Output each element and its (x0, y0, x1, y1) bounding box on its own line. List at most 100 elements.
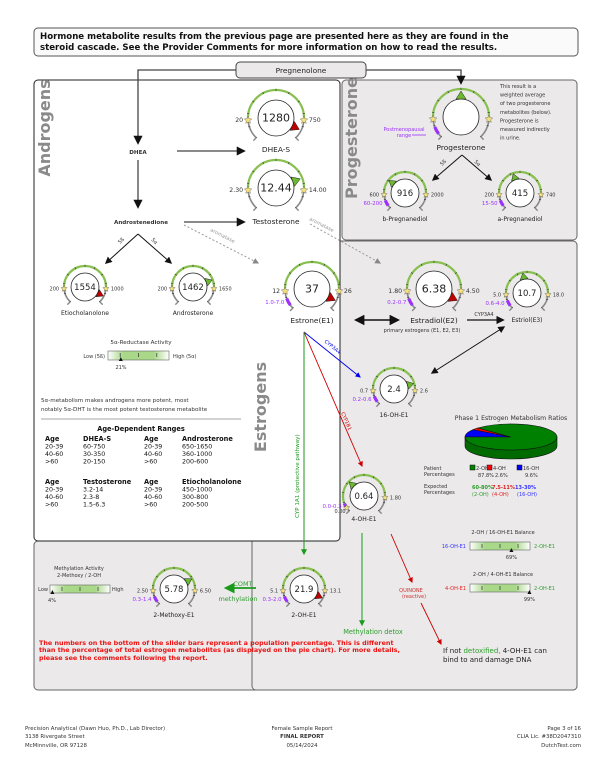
high-limit-star-icon (411, 386, 419, 394)
reference-range-mark (152, 595, 159, 603)
gauge-value: 415 (512, 189, 528, 199)
gauge-high-limit: 2.6 (420, 389, 428, 395)
gauge-tick (297, 170, 300, 173)
low-limit-star-icon (149, 586, 157, 594)
gauge-end-hook (318, 603, 323, 608)
gauge-tick (407, 296, 410, 298)
low-limit-star-icon (342, 503, 351, 511)
gauge-high-limit: 6.50 (200, 589, 211, 595)
gauge-value: 12.44 (260, 182, 292, 195)
gauge-reference-range: 0.6-4.0 (486, 301, 506, 307)
pie-title: Phase 1 Estrogen Metabolism Ratios (455, 415, 568, 422)
gauge-end-hook (541, 307, 546, 312)
age-table-cell: >60 (45, 459, 58, 466)
gauge-value-marker (204, 278, 213, 287)
gauge-tick (66, 273, 69, 276)
dhea-label: DHEA (129, 150, 147, 156)
gauge-tick (103, 292, 107, 295)
gauge-value: 5.78 (165, 585, 184, 595)
balance-marker (527, 590, 532, 594)
gauge-value: 1280 (262, 112, 290, 125)
prog-enzyme-5a: 5α (473, 159, 482, 168)
reductase-marker (118, 357, 123, 361)
balance-title: 2-OH / 16-OH-E1 Balance (471, 530, 534, 536)
pie-slice-2-oh (464, 423, 558, 451)
expected-name: (16-OH) (517, 492, 537, 498)
gauge-tick (298, 263, 301, 266)
gauge-label-etiocholanolone: Etiocholanolone (61, 310, 109, 317)
methylation-marker (50, 590, 55, 594)
age-table-cell: >60 (144, 502, 157, 509)
gauge-low-limit: 2.30 (229, 187, 243, 194)
cyp1a1-label: CYP 1A1 (protective pathway) (295, 434, 301, 518)
low-limit-star-icon (369, 386, 377, 394)
gauge-tick (498, 198, 502, 201)
gauge-label-dhea-s: DHEA-S (262, 145, 290, 154)
footer-city: McMinnville, OR 97128 (25, 743, 87, 749)
gauge-end-hook (188, 603, 193, 608)
gauge-value-marker (348, 481, 358, 490)
gauge-tick (155, 575, 158, 578)
gauge-high-limit: 1000 (111, 287, 124, 293)
gauge-label-b-pregnanediol: b-Pregnanediol (382, 216, 427, 223)
gauge-tick (332, 272, 335, 274)
low-limit-star-icon (280, 286, 290, 295)
gauge-normal-range-arc (341, 473, 387, 509)
gauge-tick (402, 369, 405, 372)
legend-swatch-16-oh (516, 464, 523, 471)
age-table-cell: 20-39 (144, 487, 162, 494)
gauge-end-hook (508, 307, 513, 312)
expected-percentages-label-1: Expected (424, 484, 447, 490)
section-title-progesterone: Progesterone (342, 77, 361, 199)
gauge-tick (289, 272, 292, 274)
gauge-end-hook (534, 207, 539, 212)
balance-marker (509, 548, 514, 552)
5a-reductase-slider: 5α-Reductase Activity Low (5ß) High (5α)… (83, 340, 196, 371)
gauge-tick (410, 375, 413, 378)
postmenopausal-label-1: Postmenopausal (383, 127, 424, 133)
gauge-value: 10.7 (518, 289, 537, 299)
progesterone-note-line: This result is a (499, 84, 536, 90)
low-limit-star-icon (60, 284, 68, 292)
gauge-tick (182, 569, 185, 572)
gauge-value-circle (505, 178, 535, 208)
expected-percentages-label-2: Percentages (424, 490, 455, 496)
gauge-progesterone: Progesterone (428, 87, 494, 152)
pregnenolone-node: Pregnenolone (133, 61, 466, 145)
gauge-tick (293, 569, 296, 572)
age-table-cell: 1.5-6.3 (83, 502, 105, 509)
arrow-5b-etiocholanolone (104, 233, 139, 264)
postmenopausal-label-2: range (397, 133, 412, 139)
age-table-header: Androsterone (182, 435, 233, 443)
age-table-cell: 20-39 (45, 444, 63, 451)
reference-range-mark (407, 297, 414, 307)
high-limit-star-icon (544, 290, 552, 298)
gauge-value-marker (314, 591, 323, 600)
gauge-tick (454, 272, 457, 274)
gauge-value-circle (178, 272, 208, 302)
reference-range-mark (433, 126, 440, 135)
gauge-tick (420, 263, 423, 266)
footer-clia: CLIA Lic. #38D2047310 (517, 734, 582, 740)
age-table-header: Age (45, 435, 60, 443)
methylation-high-label: High (112, 587, 124, 593)
gauge-tick (301, 126, 304, 128)
legend-swatch-4-oh (486, 464, 493, 471)
age-table-cell: 3.2-14 (83, 487, 103, 494)
gauge-end-hook (375, 403, 380, 408)
gauge-high-limit: 1650 (219, 287, 232, 293)
gauge-high-limit: 13.1 (330, 589, 341, 595)
gauge-value-circle (257, 99, 295, 137)
gauge-tick (383, 198, 387, 201)
gauge-tick (472, 90, 475, 94)
low-limit-star-icon (380, 190, 388, 198)
gauge-value-marker (95, 289, 104, 298)
expected-name: (2-OH) (472, 492, 489, 498)
arrow-e3-16oh (430, 326, 506, 374)
balance-title: 2-OH / 4-OH-E1 Balance (473, 572, 533, 578)
